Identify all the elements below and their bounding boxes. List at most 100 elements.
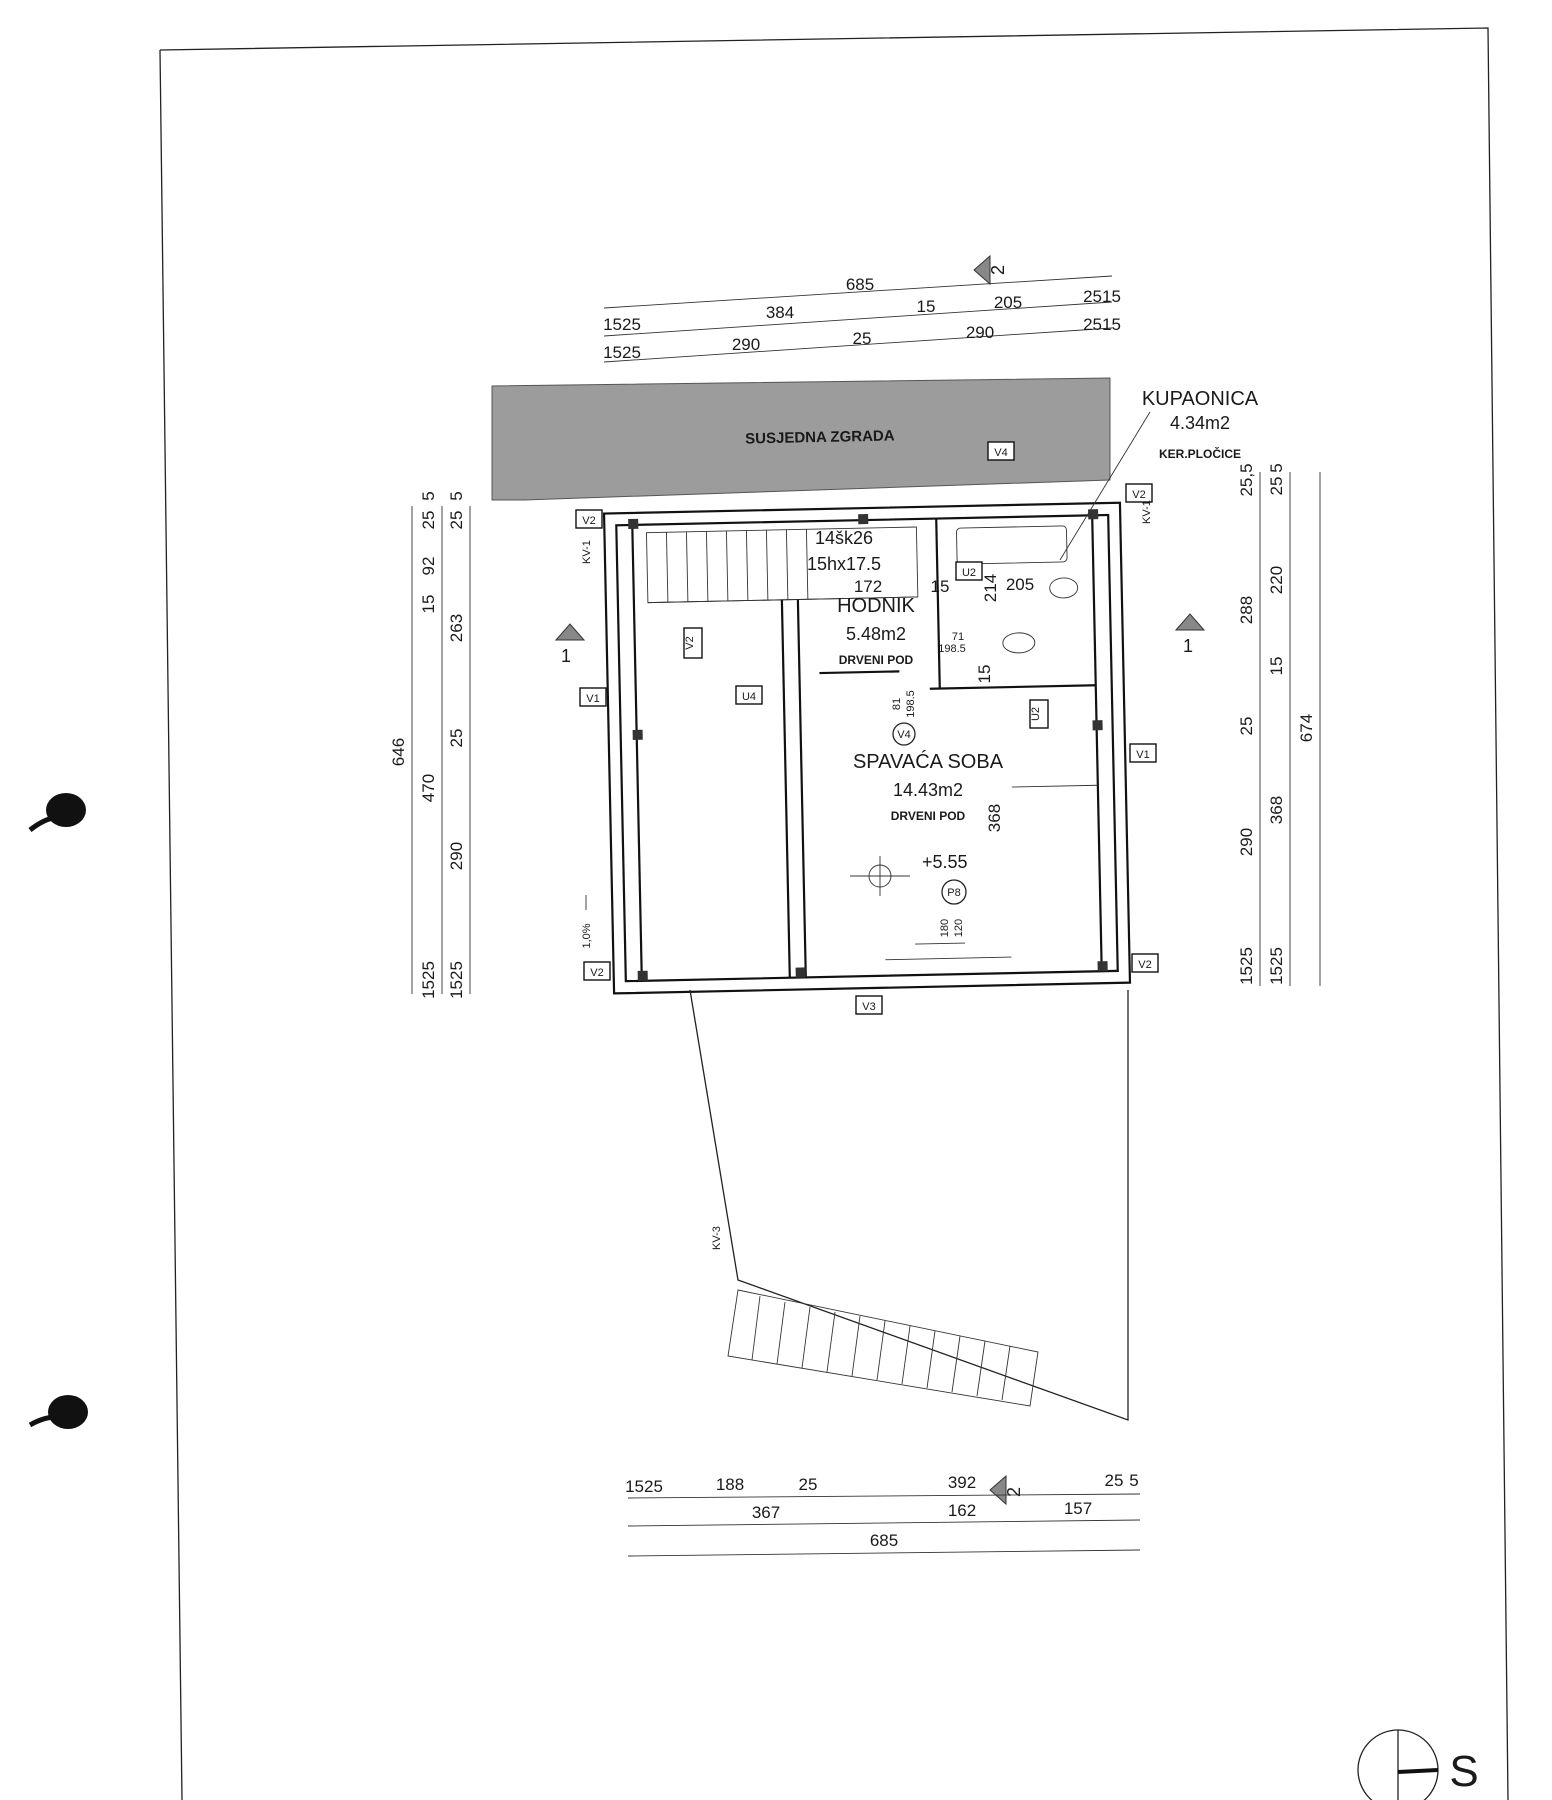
terrace-outline: KV-3: [689, 989, 1129, 1421]
dim-bot-162: 162: [948, 1501, 976, 1520]
section-top-label: 2: [988, 265, 1008, 275]
dim-top-1525-a: 1525: [603, 315, 641, 334]
dim-left-5-a: 5: [419, 491, 438, 500]
dim-15-a: 15: [931, 577, 950, 596]
tag-v4-circle: V4: [892, 722, 916, 746]
dim-top-2515-a: 2515: [1083, 287, 1121, 306]
dim-71: 71: [952, 631, 964, 643]
dim-top-290-b: 290: [966, 323, 994, 342]
dim-left-5-b: 5: [447, 491, 466, 500]
dim-right-25-b: 25: [1267, 477, 1286, 496]
dim-bot-25-b: 25: [1105, 1471, 1124, 1490]
dim-left-92: 92: [419, 557, 438, 576]
room-bathroom: KUPAONICA 4.34m2 KER.PLOČICE: [1059, 388, 1259, 561]
terrace-stair-treads: [751, 1295, 1011, 1401]
dim-left-1525-a: 1525: [419, 961, 438, 999]
bedroom-floor: DRVENI POD: [891, 809, 966, 823]
room-bedroom: SPAVAĆA SOBA 14.43m2 DRVENI POD: [853, 750, 1004, 823]
dim-top-290-a: 290: [732, 335, 760, 354]
binder-holes: [28, 793, 88, 1429]
dim-bot-25-a: 25: [799, 1475, 818, 1494]
dim-right-288: 288: [1237, 596, 1256, 624]
dim-top-685: 685: [846, 275, 874, 294]
dim-left-470: 470: [419, 774, 438, 802]
dim-top-205: 205: [994, 293, 1022, 312]
dim-bot-5: 5: [1129, 1471, 1138, 1490]
tag-u4: U4: [735, 685, 763, 705]
section-right-label: 1: [1183, 636, 1193, 656]
svg-text:V2: V2: [590, 967, 603, 979]
svg-text:V4: V4: [897, 729, 910, 741]
dims-right: 25,5 288 25 290 1525 25 5 220 15 368 152…: [1237, 463, 1321, 986]
svg-text:V3: V3: [862, 1001, 875, 1013]
dim-15-b: 15: [975, 665, 994, 684]
dim-top-1525-b: 1525: [603, 343, 641, 362]
dim-bot-685: 685: [870, 1531, 898, 1550]
tag-v2-bottom-left: V2: [583, 961, 611, 981]
dim-top-25: 25: [853, 329, 872, 348]
dim-bot-188: 188: [716, 1475, 744, 1494]
dim-top-2515-b: 2515: [1083, 315, 1121, 334]
bathroom-floor: KER.PLOČICE: [1159, 446, 1241, 461]
tag-v4-top: V4: [987, 441, 1015, 461]
tag-kv1-right: KV-1: [1141, 500, 1153, 524]
section-markers: 2 2 1 1: [554, 254, 1206, 1506]
dim-left-290: 290: [447, 842, 466, 870]
dim-left-25-b: 25: [447, 729, 466, 748]
dim-right-1525-b: 1525: [1267, 947, 1286, 985]
dim-right-5: 5: [1267, 463, 1286, 472]
svg-text:U2: U2: [962, 567, 976, 579]
tag-kv3: KV-3: [711, 1226, 723, 1250]
dims-left: 646 470 25 5 92 15 263 25 290 1525 25 5 …: [389, 491, 471, 999]
neighbor-building: SUSJEDNA ZGRADA: [491, 377, 1111, 501]
dim-right-368: 368: [1267, 796, 1286, 824]
stair-info: 14šk26 15hx17.5: [807, 528, 881, 574]
tag-v2-bottom-right: V2: [1131, 953, 1159, 973]
tag-v2-top-right: V2: [1125, 483, 1153, 503]
neighbor-building-label: SUSJEDNA ZGRADA: [745, 427, 895, 447]
svg-text:U2: U2: [1030, 707, 1042, 721]
svg-text:V4: V4: [994, 447, 1007, 459]
tag-p8-circle: P8: [941, 879, 967, 905]
interior-dimensions: 172 15 214 205 71 198.5 15 81 198.5 368 …: [581, 574, 1034, 949]
dim-top-15: 15: [917, 297, 936, 316]
dim-right-25: 25: [1237, 717, 1256, 736]
dim-172: 172: [854, 577, 882, 596]
dim-left-263: 263: [447, 614, 466, 642]
north-label: S: [1449, 1747, 1478, 1796]
dims-bottom: 1525 188 25 392 25 5 367 162 157 685: [625, 1471, 1141, 1557]
dim-198-5-b: 198.5: [905, 690, 917, 718]
hallway-name: HODNIK: [837, 595, 915, 617]
dim-214: 214: [981, 574, 1000, 602]
north-arrow: S: [1357, 1729, 1479, 1800]
dim-205: 205: [1006, 575, 1034, 594]
svg-text:V1: V1: [1136, 749, 1149, 761]
dim-198-5: 198.5: [938, 643, 966, 655]
dim-right-290: 290: [1237, 828, 1256, 856]
dim-120: 120: [953, 919, 965, 937]
dim-left-25-a: 25: [419, 511, 438, 530]
wall-tags: V2 V4 V2 V1 U4 U2 U2 V2 V1 V2 V2 V3 V4 P…: [575, 441, 1159, 1015]
tag-kv1-left: KV-1: [581, 540, 593, 564]
level-marker: +5.55: [850, 852, 968, 896]
stair-count: 14šk26: [815, 528, 873, 548]
tag-v3: V3: [855, 995, 883, 1015]
svg-text:V1: V1: [586, 693, 599, 705]
stair-riser: 15hx17.5: [807, 554, 881, 574]
section-bottom-label: 2: [1004, 1487, 1024, 1497]
section-left-label: 1: [561, 646, 571, 666]
svg-text:U4: U4: [742, 691, 756, 703]
stair-treads: [665, 529, 809, 603]
dim-bot-157: 157: [1064, 1499, 1092, 1518]
dim-right-25-5: 25,5: [1237, 463, 1256, 496]
dim-180: 180: [939, 919, 951, 937]
dim-bot-392: 392: [948, 1473, 976, 1492]
level-value: +5.55: [922, 852, 968, 872]
svg-text:V2: V2: [684, 636, 696, 649]
tag-u2-top: U2: [955, 561, 983, 581]
dim-left-15: 15: [419, 595, 438, 614]
dim-right-674: 674: [1297, 714, 1316, 742]
dim-bot-1525: 1525: [625, 1477, 663, 1496]
bathroom-area: 4.34m2: [1170, 413, 1230, 433]
